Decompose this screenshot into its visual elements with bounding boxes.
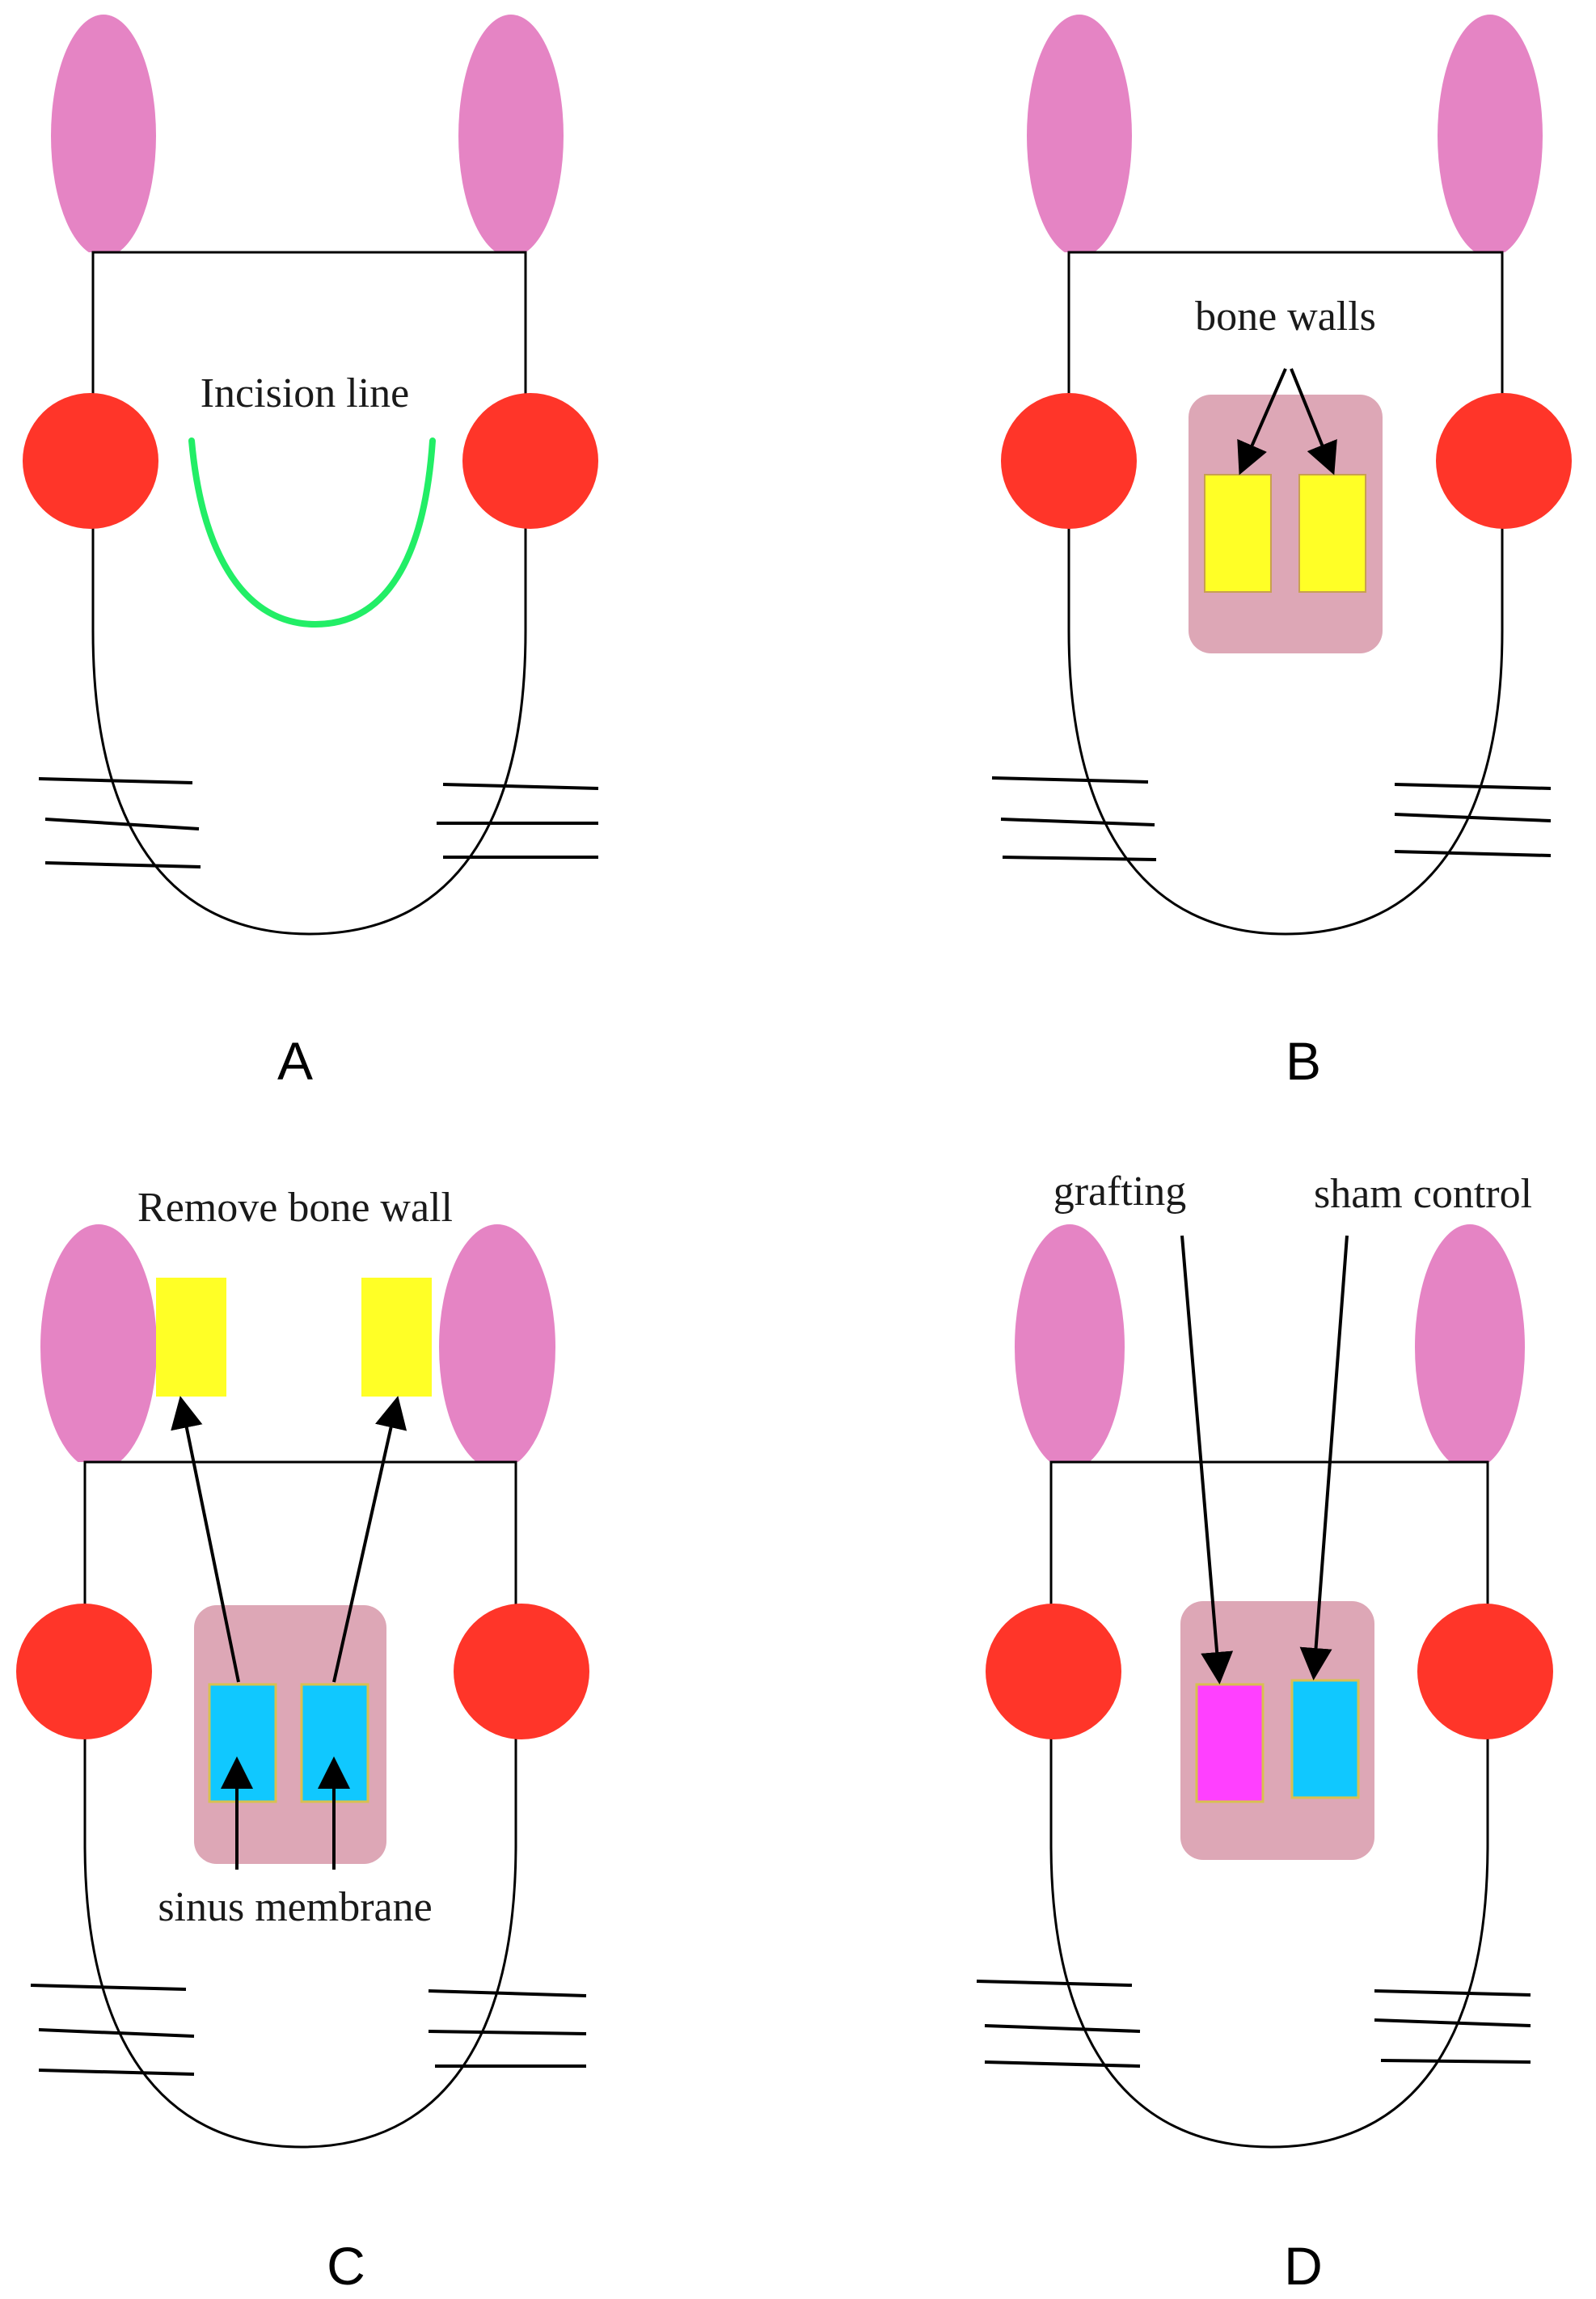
incision-line-label: Incision line — [201, 370, 410, 416]
bone-walls-arrow-left — [1237, 368, 1287, 475]
right-ear — [439, 1224, 555, 1470]
right-whiskers — [428, 1989, 587, 2068]
grafting-arrow — [1180, 1235, 1234, 1684]
right-ear — [1415, 1224, 1525, 1470]
bone-walls-arrow-right — [1290, 368, 1337, 475]
panel-label-b: B — [1286, 1031, 1321, 1091]
sham-control-site — [1290, 1679, 1360, 1799]
grafting-label: grafting — [1053, 1169, 1187, 1215]
panel-c: Remove bone wall sinus membrane C — [16, 1185, 589, 2296]
left-whiskers — [30, 1984, 195, 2076]
right-eye — [454, 1604, 589, 1739]
panel-label-c: C — [327, 2236, 365, 2296]
bone-wall-left — [1204, 474, 1272, 593]
sinus-membrane-label: sinus membrane — [158, 1884, 432, 1930]
removed-bone-wall-right — [361, 1278, 432, 1397]
left-eye — [986, 1604, 1121, 1739]
right-whiskers — [1374, 1989, 1531, 2064]
right-eye — [462, 393, 598, 529]
left-eye — [23, 393, 158, 529]
left-ear — [1027, 15, 1132, 257]
remove-bone-wall-label: Remove bone wall — [137, 1185, 453, 1231]
removed-bone-wall-left — [156, 1278, 226, 1397]
remove-arrow-right — [332, 1396, 407, 1683]
panel-b: bone walls B — [991, 15, 1572, 1091]
panel-label-a: A — [277, 1031, 313, 1091]
sham-control-arrow — [1299, 1235, 1349, 1680]
remove-arrow-left — [171, 1396, 240, 1683]
panel-d: grafting sham control D — [976, 1169, 1553, 2296]
bone-walls-label: bone walls — [1195, 294, 1376, 340]
left-ear — [51, 15, 156, 257]
left-ear — [1015, 1224, 1125, 1470]
panel-label-d: D — [1284, 2236, 1323, 2296]
sinus-membrane-left — [208, 1683, 277, 1803]
head-outline — [91, 251, 527, 936]
left-ear — [40, 1224, 157, 1470]
left-whiskers — [38, 777, 201, 868]
left-whiskers — [991, 776, 1157, 861]
right-whiskers — [1394, 783, 1552, 857]
left-eye — [16, 1604, 152, 1739]
right-eye — [1417, 1604, 1553, 1739]
right-eye — [1436, 393, 1572, 529]
right-ear — [1438, 15, 1543, 257]
right-ear — [458, 15, 564, 257]
sham-control-label: sham control — [1314, 1171, 1532, 1217]
left-eye — [1001, 393, 1137, 529]
right-whiskers — [437, 783, 599, 859]
bone-wall-right — [1298, 474, 1366, 593]
graft-site — [1195, 1683, 1265, 1803]
incision-line — [188, 437, 436, 628]
panel-a: Incision line A — [23, 15, 599, 1091]
left-whiskers — [976, 1980, 1141, 2068]
